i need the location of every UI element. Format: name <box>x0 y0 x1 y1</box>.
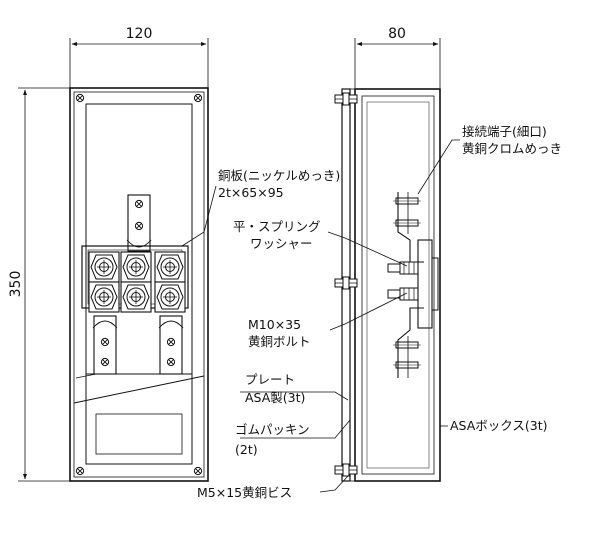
connection-terminals <box>88 251 186 313</box>
top-copper-strap <box>126 194 152 252</box>
height-value: 350 <box>8 271 24 298</box>
side-screws <box>334 92 358 477</box>
terminal-material: 黄銅クロムめっき <box>462 141 562 156</box>
gasket-label: ゴムパッキン <box>235 422 310 437</box>
plate-label: プレート <box>245 372 295 387</box>
dimension-height: 350 <box>8 87 70 482</box>
bottom-copper-straps <box>92 315 184 375</box>
side-view <box>334 88 441 482</box>
dimension-side-width: 80 <box>354 26 441 88</box>
label-plate: プレート ASA製(3t) <box>245 372 305 405</box>
gasket-thickness: (2t) <box>235 442 258 457</box>
label-box: ASAボックス(3t) <box>450 418 548 433</box>
screw-label: M5×15黄銅ビス <box>197 485 292 500</box>
washer-label-line2: ワッシャー <box>250 236 313 251</box>
front-width-value: 120 <box>126 26 153 42</box>
label-gasket: ゴムパッキン (2t) <box>235 422 310 457</box>
side-terminal-bracket <box>393 192 424 378</box>
label-copper-plate: 銅板(ニッケルめっき) 2t×65×95 <box>218 168 340 200</box>
label-screw: M5×15黄銅ビス <box>197 485 292 500</box>
side-width-value: 80 <box>388 26 406 42</box>
copper-plate-label: 銅板(ニッケルめっき) <box>218 168 340 183</box>
label-washer: 平・スプリング ワッシャー <box>233 219 321 251</box>
bolt-size: M10×35 <box>248 317 301 332</box>
front-view <box>69 87 209 482</box>
terminal-label: 接続端子(細口) <box>462 124 547 139</box>
bolt-material: 黄銅ボルト <box>248 334 311 349</box>
box-label: ASAボックス(3t) <box>450 418 548 433</box>
label-terminal: 接続端子(細口) 黄銅クロムめっき <box>462 124 562 156</box>
label-bolt: M10×35 黄銅ボルト <box>248 317 311 349</box>
copper-plate-spec: 2t×65×95 <box>218 185 284 200</box>
washer-label-line1: 平・スプリング <box>233 219 321 234</box>
leader-lines <box>181 139 460 493</box>
plate-material: ASA製(3t) <box>245 390 305 405</box>
dimension-front-width: 120 <box>69 26 209 88</box>
side-brass-bolts <box>387 239 439 329</box>
